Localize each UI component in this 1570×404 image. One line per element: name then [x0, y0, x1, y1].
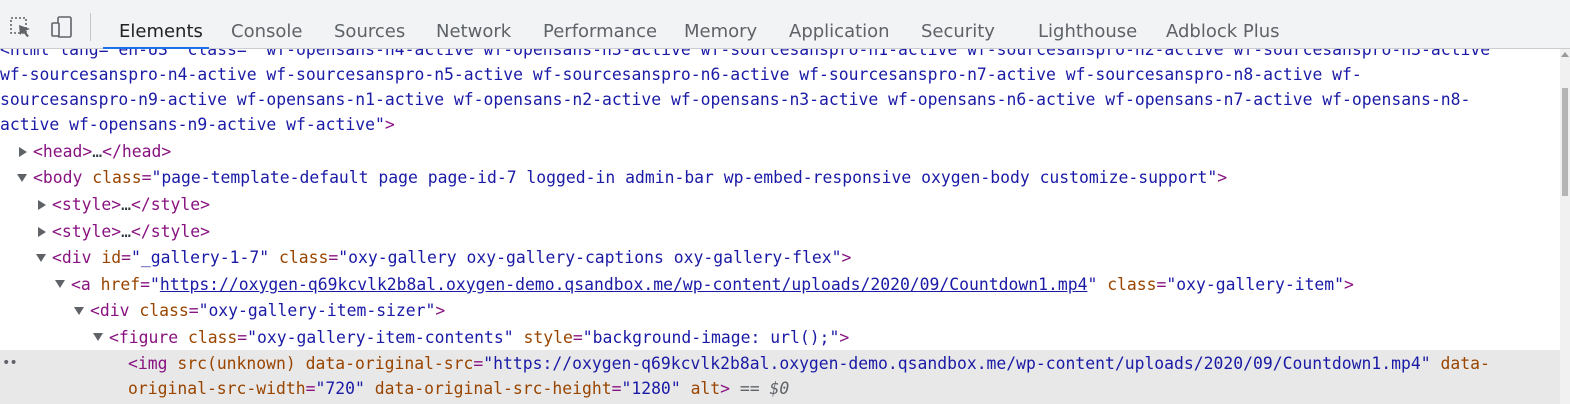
dom-node-style-1[interactable]: <style>…</style> — [52, 195, 210, 214]
dom-line-html-open[interactable]: <html lang="en-US" class=" wf-opensans-n… — [0, 49, 1490, 63]
expand-style-2-arrow-icon[interactable] — [38, 227, 46, 237]
html-class-value-part1: <html lang="en-US" class=" wf-opensans-n… — [0, 49, 1491, 59]
html-class-value-part4: active wf-opensans-n9-active wf-active — [0, 115, 375, 134]
style-2-ellipsis: … — [121, 222, 131, 241]
head-close-tag-name: head — [121, 142, 162, 161]
tab-adblock-plus[interactable]: Adblock Plus — [1166, 21, 1280, 42]
dom-node-figure[interactable]: <figure class="oxy-gallery-item-contents… — [109, 328, 850, 347]
tab-application[interactable]: Application — [789, 21, 890, 42]
html-class-value-part3: sourcesanspro-n9-active wf-opensans-n1-a… — [0, 90, 1471, 109]
style-1-ellipsis: … — [121, 195, 131, 214]
dom-line-html-cont-4: active wf-opensans-n9-active wf-active"> — [0, 115, 395, 134]
collapse-figure-arrow-icon[interactable] — [93, 333, 103, 341]
figure-class-value: oxy-gallery-item-contents — [257, 328, 504, 347]
device-toolbar-icon[interactable] — [49, 14, 75, 40]
anchor-href-link[interactable]: https://oxygen-q69kcvlk2b8al.oxygen-demo… — [159, 275, 1088, 294]
body-class-value: page-template-default page page-id-7 log… — [161, 168, 1208, 187]
toolbar-separator — [90, 13, 91, 41]
img-src-attr: src(unknown) — [177, 354, 296, 373]
dom-node-body[interactable]: <body class="page-template-default page … — [33, 168, 1228, 187]
selected-node-marker: == $0 — [739, 379, 790, 398]
dom-node-head[interactable]: <head>…</head> — [33, 142, 172, 161]
style-2-close-tag-name: style — [150, 222, 201, 241]
img-original-src-value: https://oxygen-q69kcvlk2b8al.oxygen-demo… — [493, 354, 1421, 373]
anchor-class-value: oxy-gallery-item — [1176, 275, 1335, 294]
tab-memory[interactable]: Memory — [684, 21, 758, 42]
collapse-sizer-arrow-icon[interactable] — [74, 307, 84, 315]
scroll-up-arrow-icon[interactable] — [1561, 52, 1569, 57]
sizer-class-value: oxy-gallery-item-sizer — [208, 301, 426, 320]
dom-line-html-cont-2: wf-sourcesanspro-n4-active wf-sourcesans… — [0, 62, 1362, 88]
tab-network[interactable]: Network — [436, 21, 512, 42]
vertical-scrollbar-track[interactable] — [1560, 49, 1570, 404]
html-class-value-part2: wf-sourcesanspro-n4-active wf-sourcesans… — [0, 65, 1362, 84]
expand-style-1-arrow-icon[interactable] — [38, 200, 46, 210]
tab-lighthouse[interactable]: Lighthouse — [1038, 21, 1138, 42]
expand-head-arrow-icon[interactable] — [19, 147, 27, 157]
head-tag-name: head — [42, 142, 83, 161]
style-2-tag-name: style — [61, 222, 112, 241]
dom-line-html-cont-3: sourcesanspro-n9-active wf-opensans-n1-a… — [0, 87, 1470, 113]
vertical-scrollbar-thumb[interactable] — [1562, 88, 1568, 196]
dom-node-gallery-div[interactable]: <div id="_gallery-1-7" class="oxy-galler… — [52, 248, 852, 267]
style-1-close-tag-name: style — [150, 195, 201, 214]
collapse-body-arrow-icon[interactable] — [17, 174, 27, 182]
tab-elements[interactable]: Elements — [103, 0, 209, 49]
devtools-toolbar: Elements Console Sources Network Perform… — [0, 0, 1570, 49]
dom-node-img-cont: original-src-width="720" data-original-s… — [128, 379, 790, 398]
elements-dom-tree[interactable]: •• <html lang="en-US" class=" wf-opensan… — [0, 49, 1560, 404]
collapse-gallery-arrow-icon[interactable] — [36, 254, 46, 262]
gallery-class-value: oxy-gallery oxy-gallery-captions oxy-gal… — [348, 248, 832, 267]
node-options-dots[interactable]: •• — [2, 355, 18, 371]
dom-node-img-selected[interactable]: <img src(unknown) data-original-src="htt… — [128, 354, 1490, 373]
figure-style-value: background-image: url(); — [592, 328, 830, 347]
dom-node-anchor[interactable]: <a href="https://oxygen-q69kcvlk2b8al.ox… — [71, 275, 1354, 294]
dom-node-sizer-div[interactable]: <div class="oxy-gallery-item-sizer"> — [90, 301, 446, 320]
tab-performance[interactable]: Performance — [543, 21, 658, 42]
selected-node-highlight — [0, 350, 1560, 404]
head-collapsed-ellipsis: … — [92, 142, 103, 161]
collapse-anchor-arrow-icon[interactable] — [55, 280, 65, 288]
dom-node-style-2[interactable]: <style>…</style> — [52, 222, 210, 241]
gallery-id-value: _gallery-1-7 — [140, 248, 260, 267]
tab-console[interactable]: Console — [231, 21, 303, 42]
tab-security[interactable]: Security — [921, 21, 995, 42]
img-width-value: 720 — [325, 379, 355, 398]
inspect-element-icon[interactable] — [8, 14, 34, 40]
img-height-value: 1280 — [631, 379, 671, 398]
tab-sources[interactable]: Sources — [334, 21, 406, 42]
style-1-tag-name: style — [61, 195, 112, 214]
